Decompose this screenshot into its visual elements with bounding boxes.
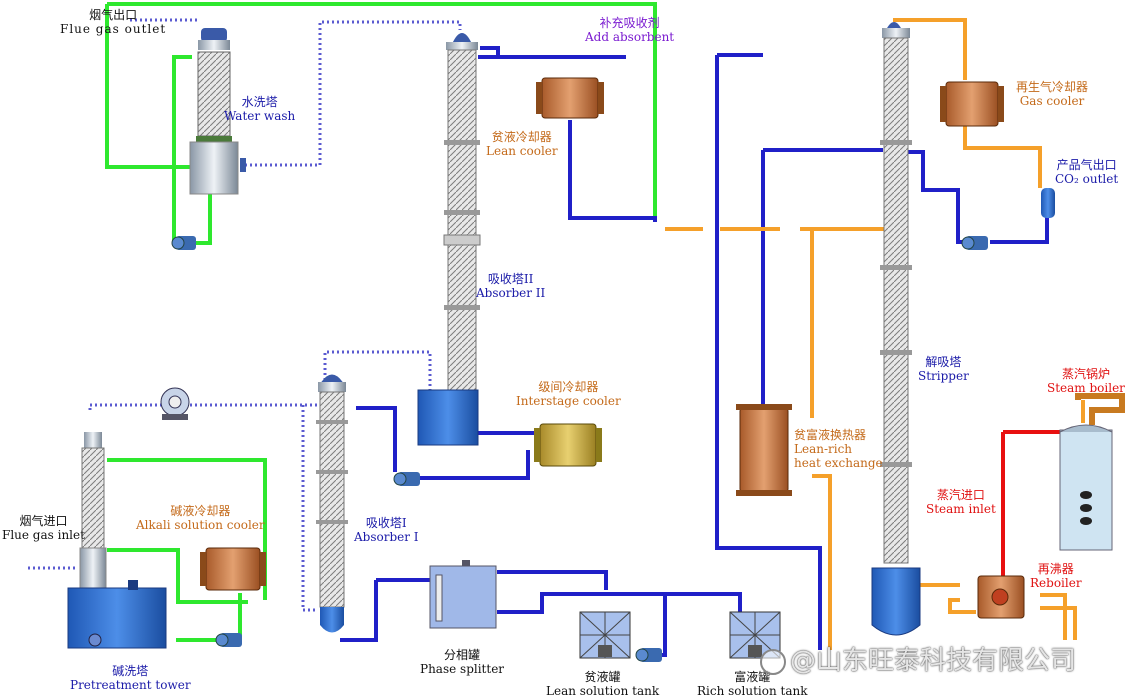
dotted-gas-lines: [28, 18, 462, 612]
reboiler-hx: [977, 575, 1025, 619]
steam-inlet-label: 蒸汽进口 Steam inlet: [926, 488, 996, 516]
lean-cooler-hx: [536, 77, 604, 119]
alkali-cooler-label: 碱液冷却器 Alkali solution cooler: [136, 504, 265, 532]
absorber-1-pump: [393, 472, 420, 486]
steam-boiler: [1059, 393, 1125, 551]
alkali-cooler-hx: [200, 547, 266, 591]
lean-tank-label: 贫液罐 Lean solution tank: [546, 670, 660, 698]
flue-gas-inlet-label: 烟气进口 Flue gas inlet: [2, 514, 85, 542]
stripper-tower: [871, 22, 921, 636]
flue-gas-outlet-label: 烟气出口 Flue gas outlet: [60, 8, 167, 36]
interstage-cooler-hx: [534, 423, 602, 467]
water-wash-pump: [171, 236, 196, 250]
weibo-icon: [760, 648, 786, 675]
gas-cooler-hx: [940, 81, 1004, 127]
phase-splitter: [429, 560, 497, 629]
watermark: @山东旺泰科技有限公司: [760, 640, 1076, 677]
interstage-cooler-label: 级间冷却器 Interstage cooler: [516, 380, 621, 408]
add-absorbent-label: 补充吸收剂 Add absorbent: [585, 16, 675, 44]
lean-rich-hx-label: 贫富液换热器 Lean-rich heat exchange: [794, 428, 883, 470]
gas-cooler-label: 再生气冷却器 Gas cooler: [1016, 80, 1089, 108]
pretreatment-label: 碱洗塔 Pretreatment tower: [70, 664, 191, 692]
co2-separator: [1041, 188, 1055, 218]
blue-pipes: [340, 46, 1049, 657]
water-wash-label: 水洗塔 Water wash: [224, 95, 296, 123]
absorber-1-tower: [316, 374, 348, 633]
green-pipes: [105, 2, 657, 642]
absorber-2-label: 吸收塔II Absorber II: [476, 272, 546, 300]
orange-pipes: [665, 18, 1085, 650]
lean-rich-hx: [736, 404, 792, 496]
phase-splitter-label: 分相罐 Phase splitter: [420, 648, 505, 676]
stripper-top-pump: [961, 236, 988, 250]
lean-solution-tank: [579, 611, 631, 659]
pretreatment-pump: [215, 633, 242, 647]
rich-tank-label: 富液罐 Rich solution tank: [697, 670, 808, 698]
pretreatment-tower: [67, 432, 167, 649]
red-pipes: [1001, 430, 1068, 580]
water-wash-tower: [189, 28, 246, 195]
absorber-1-label: 吸收塔I Absorber I: [354, 516, 419, 544]
blower-fan: [160, 387, 190, 420]
lean-cooler-label: 贫液冷却器 Lean cooler: [486, 130, 558, 158]
reboiler-label: 再沸器 Reboiler: [1030, 562, 1082, 590]
stripper-label: 解吸塔 Stripper: [918, 355, 969, 383]
absorber-2-tower: [417, 33, 481, 446]
co2-outlet-label: 产品气出口 CO₂ outlet: [1055, 158, 1119, 186]
steam-boiler-label: 蒸汽锅炉 Steam boiler: [1047, 367, 1125, 395]
lean-tank-pump: [635, 648, 662, 662]
